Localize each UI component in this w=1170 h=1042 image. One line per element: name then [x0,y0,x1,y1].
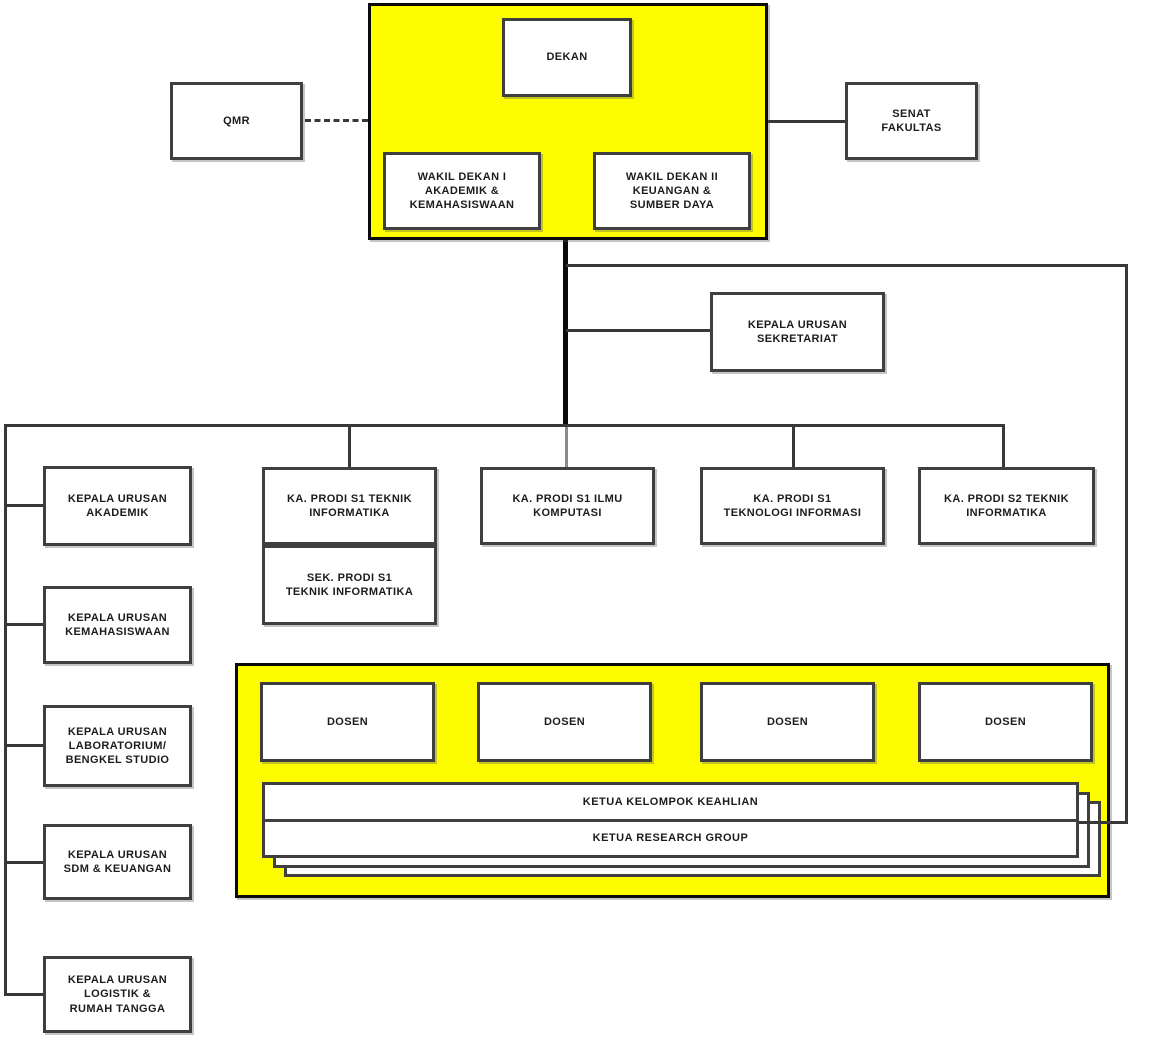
node-wakil-dekan-1: WAKIL DEKAN I AKADEMIK & KEMAHASISWAAN [383,152,541,230]
ketua-stack-front: KETUA KELOMPOK KEAHLIAN KETUA RESEARCH G… [262,782,1079,858]
node-kaur-akademik: KEPALA URUSAN AKADEMIK [43,466,192,546]
stub-kaur-sdm [4,861,43,864]
connector-prodi3-drop [792,424,795,467]
node-dosen-3: DOSEN [700,682,875,762]
node-kaprodi-s1-teknologi-informasi: KA. PRODI S1 TEKNOLOGI INFORMASI [700,467,885,545]
connector-ketua-stub [1079,821,1128,824]
node-kaprodi-s1-teknik-informatika: KA. PRODI S1 TEKNIK INFORMATIKA [262,467,437,545]
node-dosen-2: DOSEN [477,682,652,762]
connector-main-horizontal [4,424,1005,427]
connector-prodi2-drop [565,427,568,467]
node-kaprodi-s1-ilmu-komputasi: KA. PRODI S1 ILMU KOMPUTASI [480,467,655,545]
node-dosen-4: DOSEN [918,682,1093,762]
node-kaprodi-s2-teknik-informatika: KA. PRODI S2 TEKNIK INFORMATIKA [918,467,1095,545]
connector-left-column-vertical [4,424,7,996]
node-dosen-1: DOSEN [260,682,435,762]
stub-kaur-logistik [4,993,43,996]
node-dekan: DEKAN [502,18,632,97]
connector-prodi1-drop [348,424,351,467]
connector-right-branch-vertical [1125,264,1128,824]
node-kaur-logistik: KEPALA URUSAN LOGISTIK & RUMAH TANGGA [43,956,192,1033]
node-kaur-sdm-keuangan: KEPALA URUSAN SDM & KEUANGAN [43,824,192,900]
trunk-vertical [563,238,568,427]
node-kaur-kemahasiswaan: KEPALA URUSAN KEMAHASISWAAN [43,586,192,664]
node-ketua-kelompok-keahlian: KETUA KELOMPOK KEAHLIAN [265,785,1076,822]
connector-qmr-dashed [305,119,368,122]
node-senat-fakultas: SENAT FAKULTAS [845,82,978,160]
connector-sekretariat-stub [566,329,710,332]
node-sek-prodi-s1-teknik-informatika: SEK. PRODI S1 TEKNIK INFORMATIKA [262,545,437,625]
stub-kaur-akademik [4,504,43,507]
connector-right-branch-horizontal [566,264,1128,267]
node-wakil-dekan-2: WAKIL DEKAN II KEUANGAN & SUMBER DAYA [593,152,751,230]
node-ketua-research-group: KETUA RESEARCH GROUP [592,832,749,845]
stub-kaur-kemahasiswaan [4,623,43,626]
node-qmr: QMR [170,82,303,160]
node-kaur-laboratorium: KEPALA URUSAN LABORATORIUM/ BENGKEL STUD… [43,705,192,787]
stub-kaur-laboratorium [4,744,43,747]
node-kepala-urusan-sekretariat: KEPALA URUSAN SEKRETARIAT [710,292,885,372]
connector-prodi4-drop [1002,424,1005,467]
connector-senat [768,120,845,123]
